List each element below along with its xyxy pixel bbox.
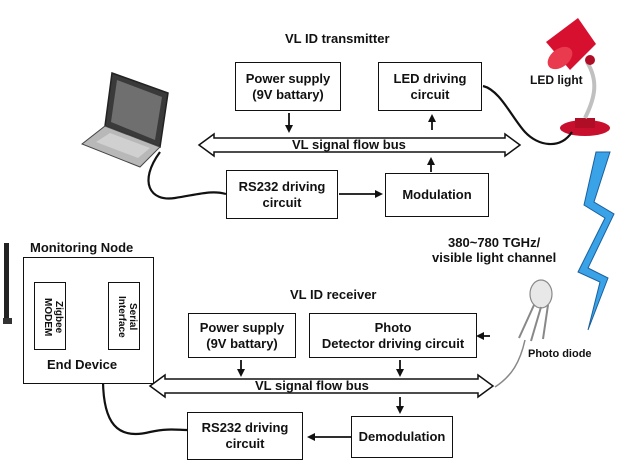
zigbee-modem-box: Zigbee MODEM: [34, 282, 66, 350]
rx-power-supply-box: Power supply (9V battary): [188, 313, 296, 358]
enddevice-cable: [101, 373, 188, 436]
tx-bus-label: VL signal flow bus: [292, 137, 406, 152]
modulation-box: Modulation: [385, 173, 489, 217]
rx-title: VL ID receiver: [290, 287, 377, 302]
serial-interface-box: Serial Interface: [108, 282, 140, 350]
led-driving-box: LED driving circuit: [378, 62, 482, 111]
laptop-icon: [81, 71, 169, 168]
demodulation-box: Demodulation: [351, 416, 453, 458]
lamp-cable: [482, 84, 573, 146]
serial-interface-label: Serial Interface: [116, 296, 138, 338]
monitoring-node-box: Zigbee MODEM Serial Interface End Device: [23, 257, 154, 384]
photo-detector-box: Photo Detector driving circuit: [309, 313, 477, 358]
rx-rs232-box: RS232 driving circuit: [187, 412, 303, 460]
tx-bus-arrow: [197, 132, 522, 158]
photodiode-wire: [494, 339, 526, 388]
photo-diode-label: Photo diode: [528, 348, 592, 360]
tx-rs232-box: RS232 driving circuit: [226, 170, 338, 219]
tx-power-supply-box: Power supply (9V battary): [235, 62, 341, 111]
photo-diode-icon: [518, 279, 553, 342]
antenna-icon: [3, 243, 12, 324]
light-channel-bolt: [577, 151, 615, 331]
laptop-cable: [147, 151, 227, 200]
rx-bus-arrow: [148, 373, 495, 399]
led-light-label: LED light: [530, 73, 583, 87]
channel-label: 380~780 TGHz/ visible light channel: [432, 235, 557, 265]
monitoring-node-title: Monitoring Node: [30, 240, 134, 255]
end-device-label: End Device: [47, 357, 118, 372]
zigbee-modem-label: Zigbee MODEM: [42, 297, 64, 337]
tx-title: VL ID transmitter: [285, 31, 390, 46]
lamp-icon: [546, 18, 610, 136]
rx-bus-label: VL signal flow bus: [255, 378, 369, 393]
